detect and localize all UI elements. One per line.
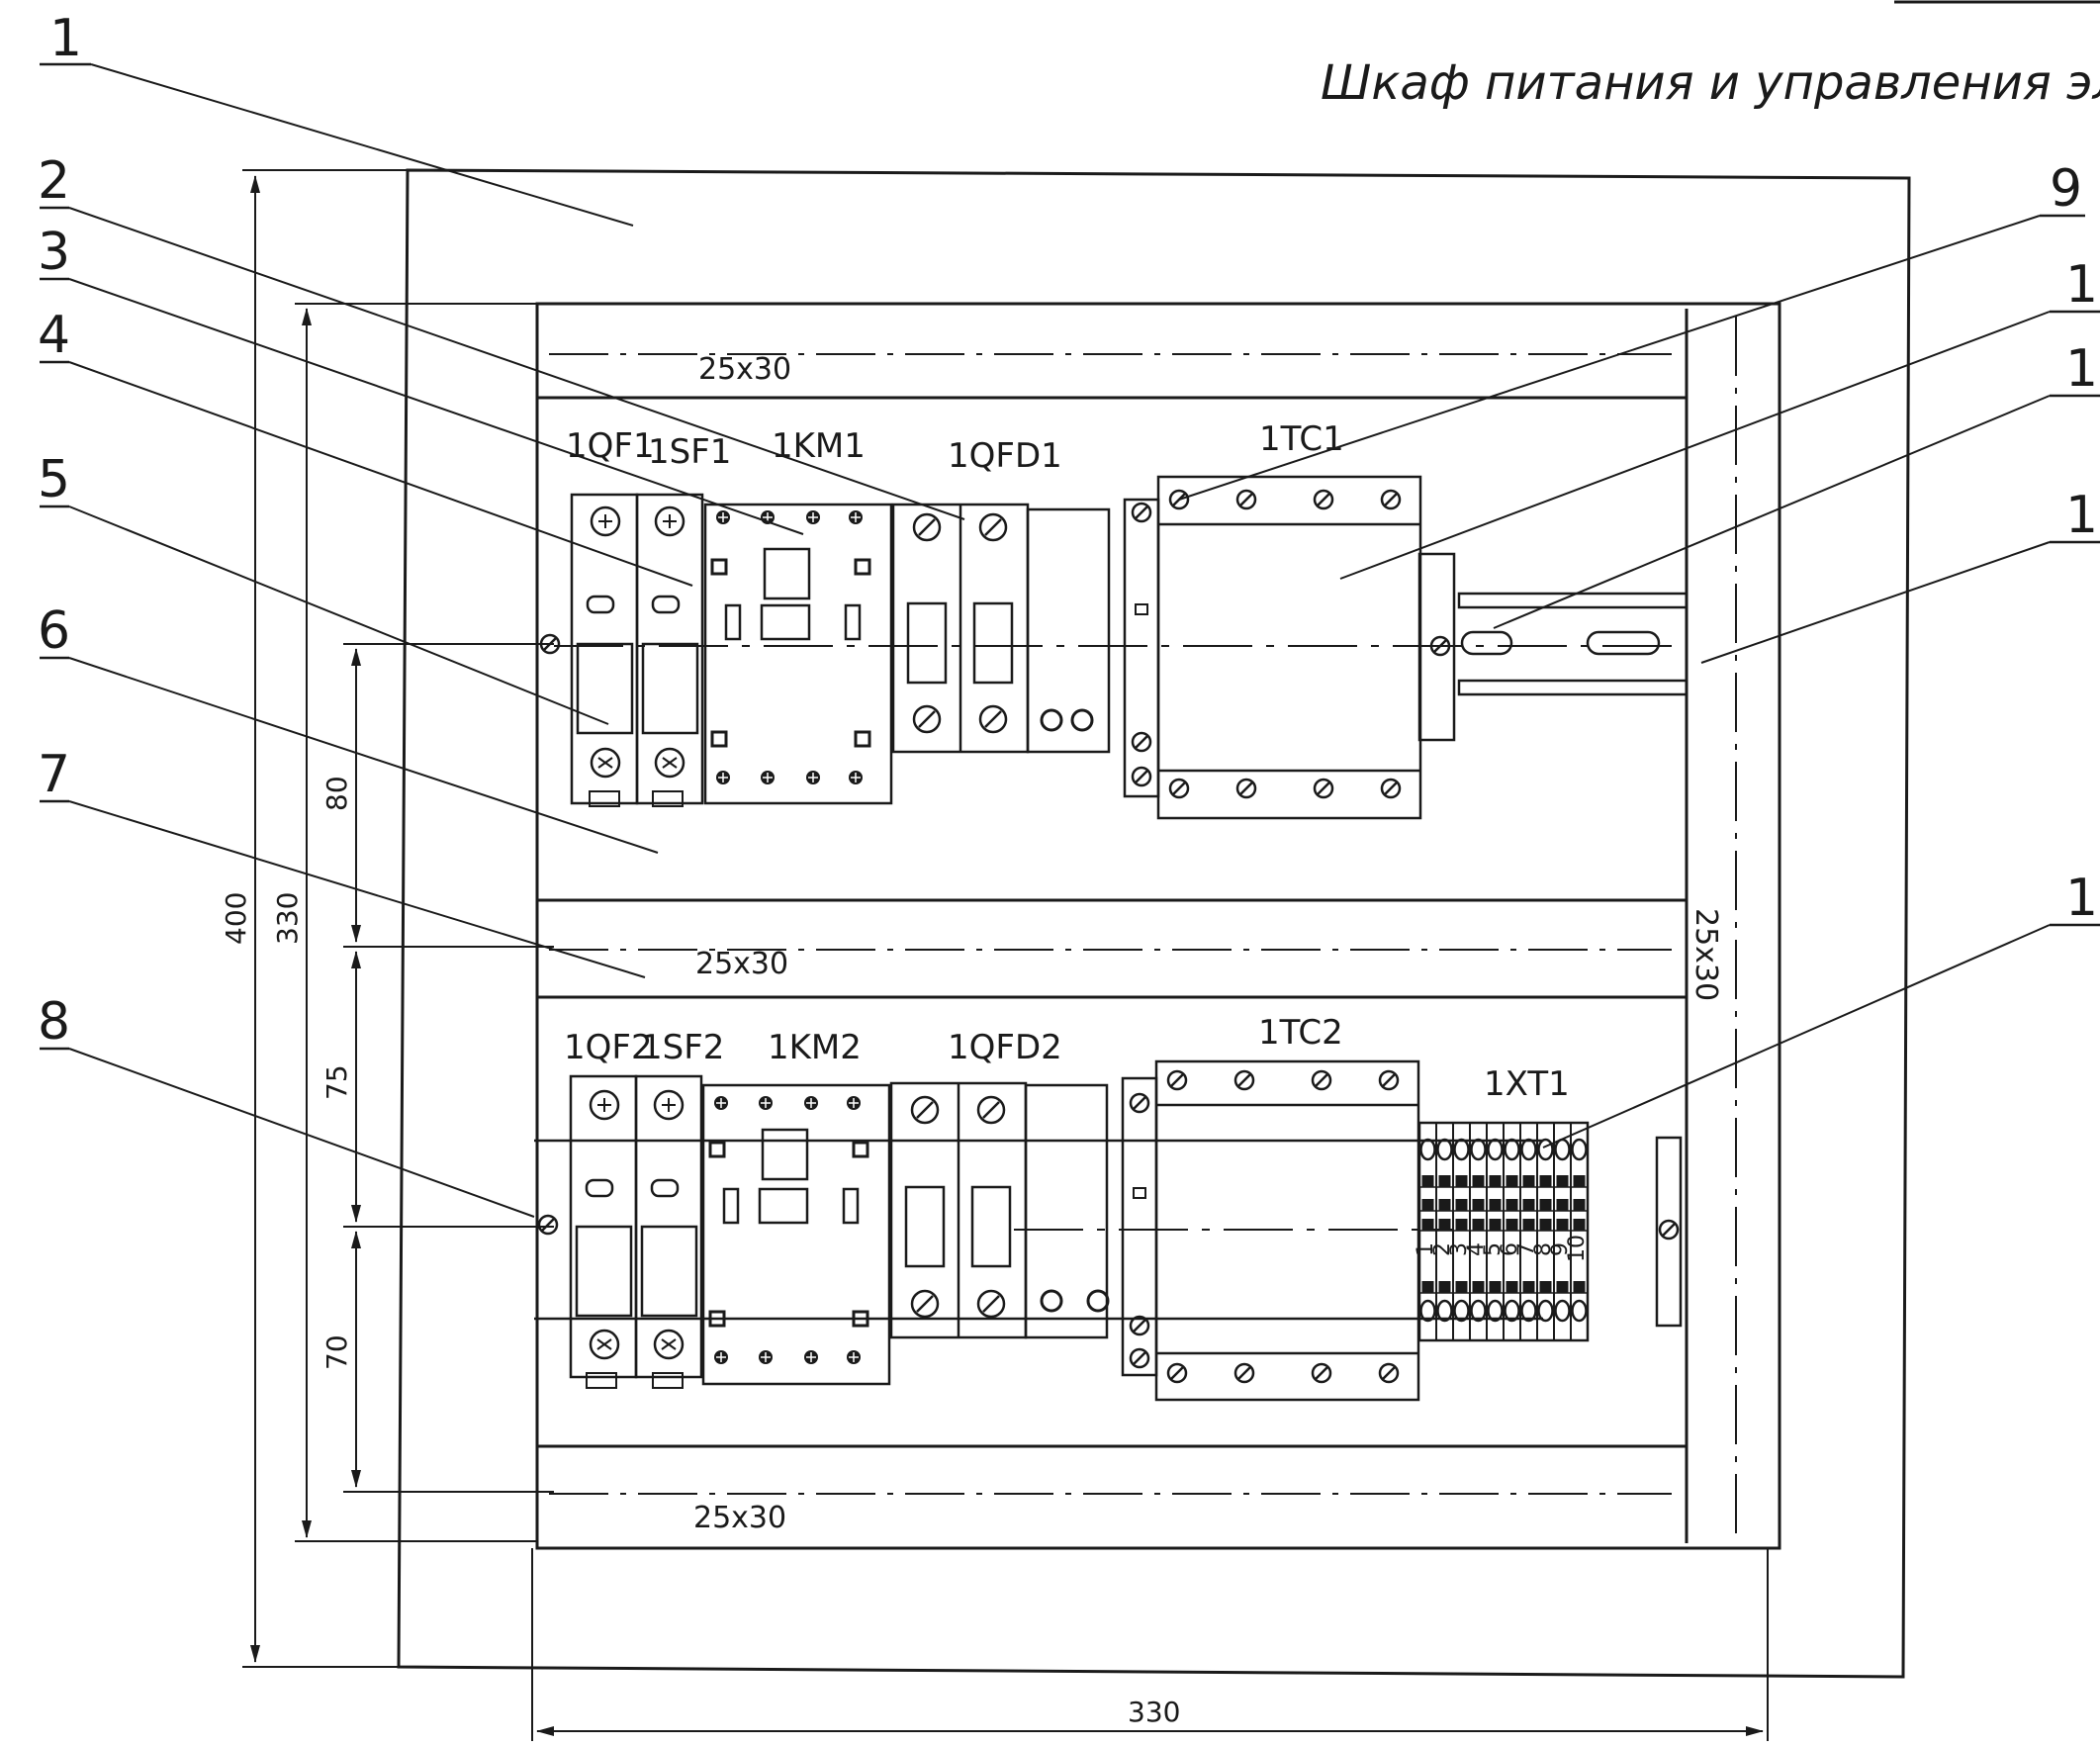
breaker-1SF2	[634, 1074, 703, 1389]
wire-ducts	[537, 309, 1737, 1543]
rcbo-1QFD1	[891, 503, 1111, 754]
callout-7: 7	[38, 745, 70, 804]
label-1QF2: 1QF2	[564, 1028, 653, 1067]
callout-9: 9	[2050, 159, 2082, 219]
rcbo-1QFD2	[889, 1081, 1110, 1339]
terminal-module	[1570, 1123, 1588, 1340]
dim-span-75: 75	[320, 1064, 353, 1100]
duct-label-middle: 25x30	[695, 947, 788, 981]
dim-height-inner: 330	[271, 892, 304, 945]
terminal-number-4: 4	[1464, 1242, 1489, 1256]
terminal-module	[1553, 1123, 1571, 1340]
callout-12: 12	[2065, 486, 2100, 545]
callout-2: 2	[38, 151, 70, 211]
label-1KM1: 1KM1	[772, 426, 866, 466]
terminal-module	[1418, 1123, 1436, 1340]
duct-label-top: 25x30	[698, 352, 791, 387]
leader-lines	[40, 62, 2100, 1218]
label-1XT1: 1XT1	[1484, 1064, 1570, 1104]
label-1SF1: 1SF1	[648, 432, 731, 472]
duct-label-right: 25x30	[1689, 908, 1723, 1001]
label-1QFD1: 1QFD1	[948, 436, 1062, 476]
terminal-number-9: 9	[1548, 1242, 1573, 1256]
terminal-module	[1536, 1123, 1554, 1340]
terminal-number-8: 8	[1531, 1242, 1556, 1256]
callout-10: 10	[2065, 255, 2100, 315]
terminal-module	[1435, 1123, 1453, 1340]
label-1QF1: 1QF1	[566, 426, 655, 466]
row1-devices	[539, 475, 1422, 820]
breaker-1SF1	[635, 493, 704, 807]
callout-6: 6	[38, 601, 70, 661]
dim-width-inner: 330	[1128, 1696, 1180, 1728]
callout-3: 3	[38, 223, 70, 282]
label-1TC2: 1TC2	[1258, 1013, 1343, 1053]
terminal-number-1: 1	[1414, 1242, 1438, 1256]
terminal-number-7: 7	[1514, 1242, 1539, 1256]
terminal-numbers: 1 2 3 4 5 6 7 8 9 10	[1414, 1235, 1590, 1262]
terminal-module	[1519, 1123, 1537, 1340]
terminal-number-3: 3	[1447, 1242, 1472, 1256]
terminal-number-5: 5	[1481, 1242, 1506, 1256]
callout-13: 13	[2065, 869, 2100, 928]
terminal-block-1XT1	[1417, 1121, 1590, 1342]
callout-1: 1	[49, 9, 82, 68]
terminal-module	[1503, 1123, 1520, 1340]
transformer-1TC1	[1123, 475, 1422, 820]
row2-devices	[537, 1059, 1590, 1402]
label-1QFD2: 1QFD2	[948, 1028, 1062, 1067]
callout-5: 5	[38, 450, 70, 509]
drawing-title: Шкаф питания и управления эл.об	[1321, 55, 2100, 111]
transformer-1TC2	[1121, 1059, 1420, 1402]
breaker-1QF2	[569, 1074, 638, 1389]
terminal-number-6: 6	[1498, 1242, 1522, 1256]
callout-8: 8	[38, 992, 70, 1052]
dimension-lines	[242, 169, 1769, 1741]
dim-span-70: 70	[320, 1334, 353, 1370]
label-1SF2: 1SF2	[641, 1028, 724, 1067]
terminal-module	[1469, 1123, 1487, 1340]
label-1KM2: 1KM2	[768, 1028, 862, 1067]
terminal-number-2: 2	[1430, 1242, 1455, 1256]
callout-4: 4	[38, 306, 70, 365]
dim-span-80: 80	[320, 776, 353, 811]
terminal-number-10: 10	[1565, 1235, 1590, 1262]
din-rail-top	[554, 552, 1689, 742]
label-1TC1: 1TC1	[1259, 419, 1344, 459]
terminal-module	[1486, 1123, 1504, 1340]
terminal-module	[1452, 1123, 1470, 1340]
breaker-1QF1	[570, 493, 639, 807]
callout-11: 11	[2065, 339, 2100, 399]
contactor-1KM1	[703, 503, 893, 805]
cabinet-enclosure	[397, 168, 1911, 1679]
contactor-1KM2	[701, 1083, 891, 1386]
duct-label-bottom: 25x30	[693, 1501, 786, 1535]
dim-height-total: 400	[220, 892, 252, 945]
